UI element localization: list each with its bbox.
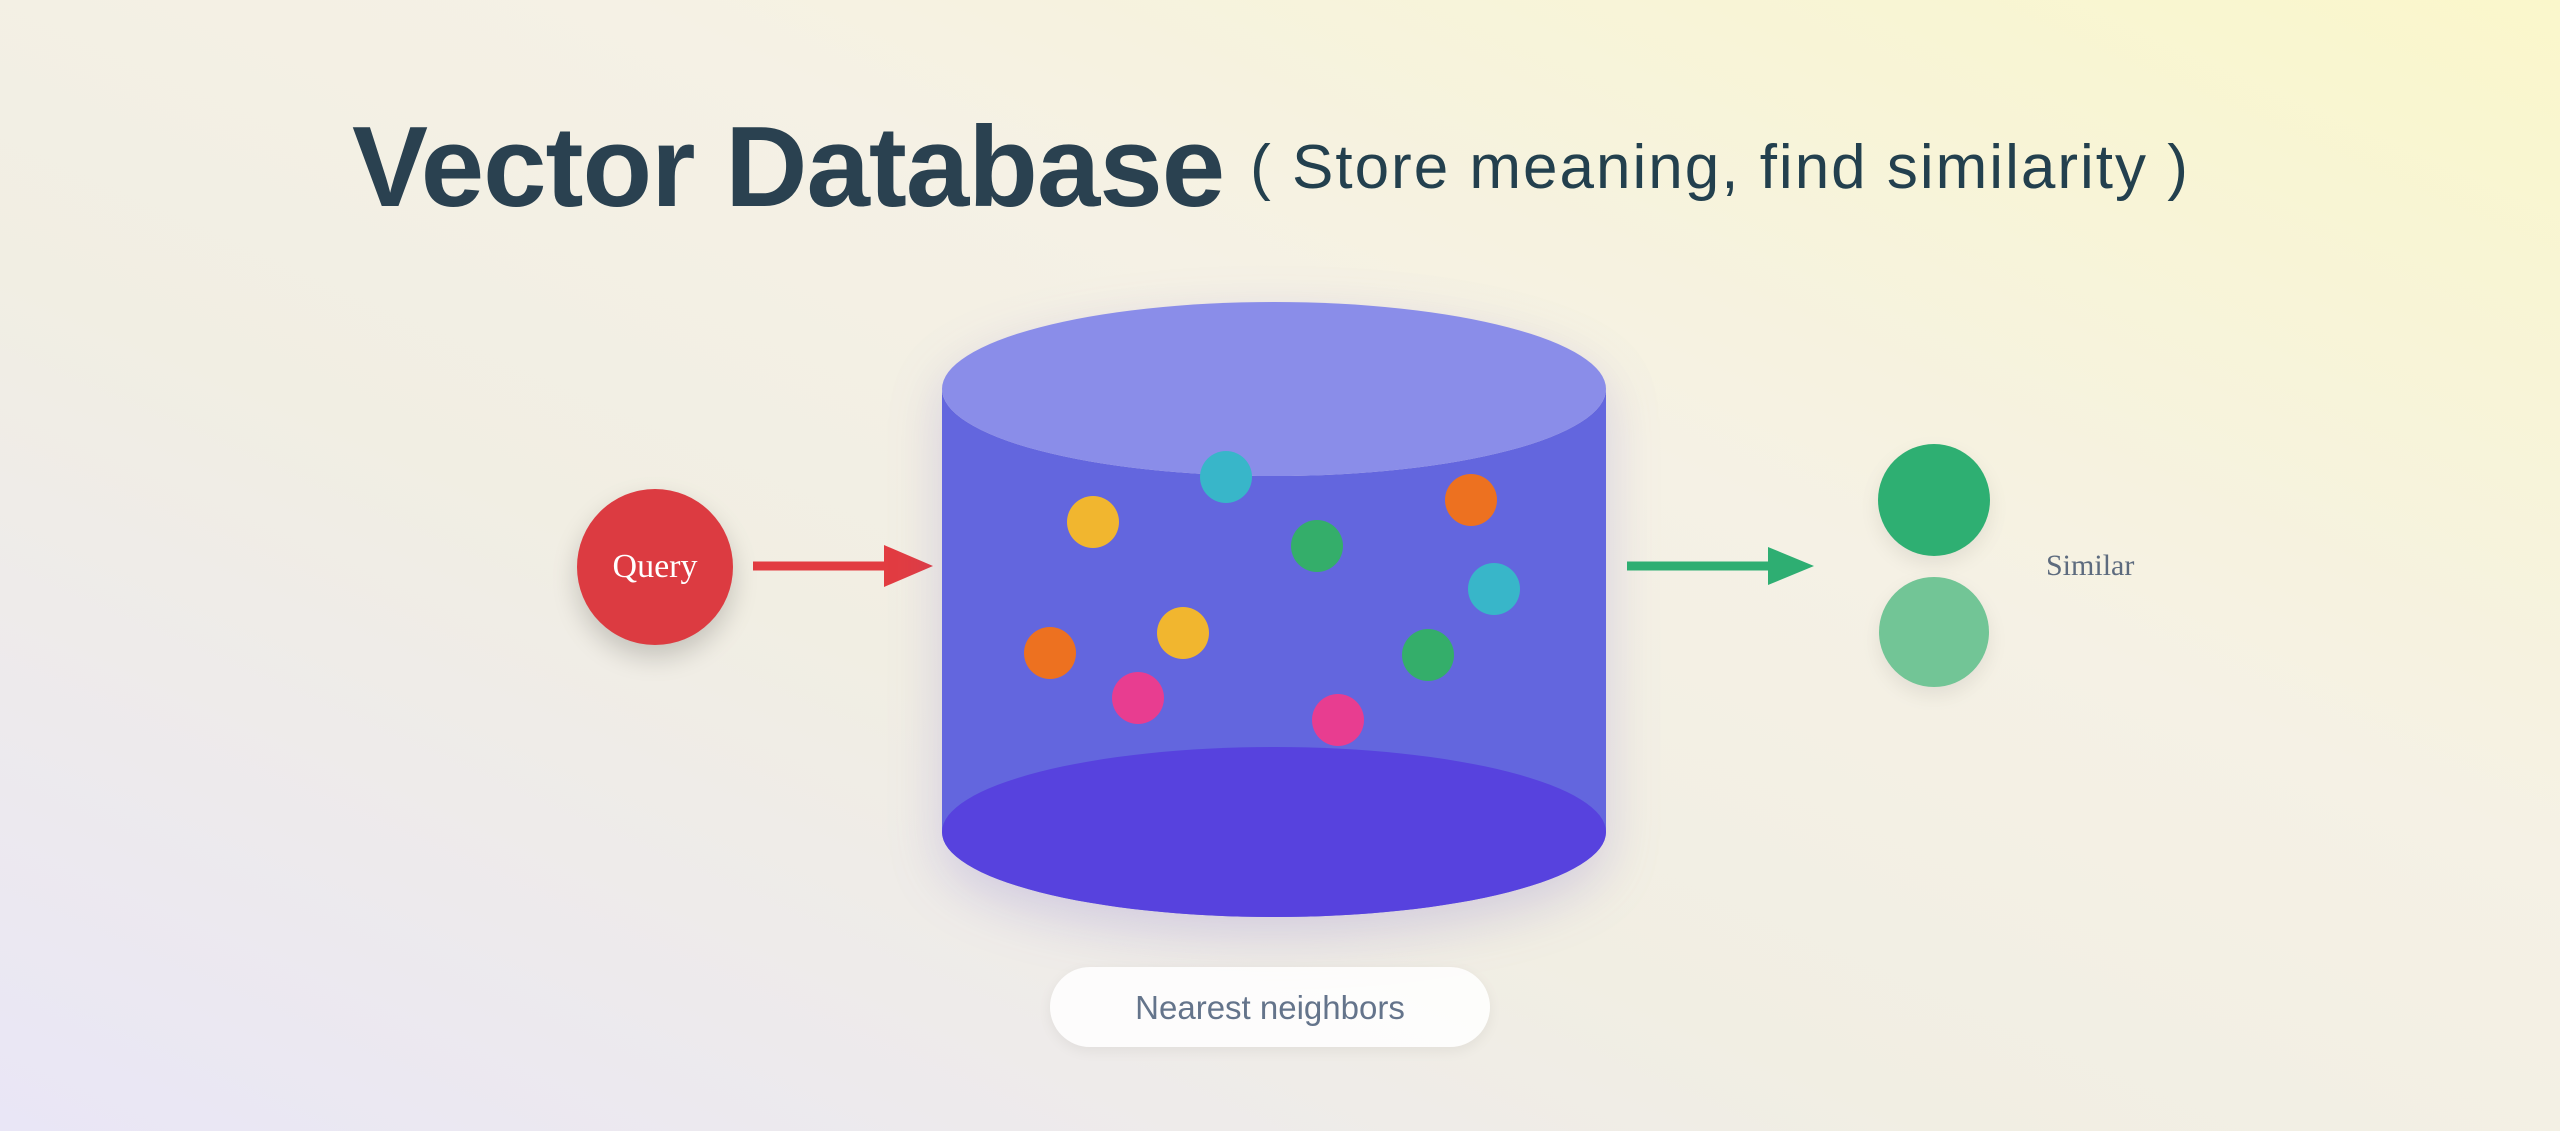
- nearest-neighbors-badge: Nearest neighbors: [1050, 967, 1490, 1047]
- similar-result-dot-strong: [1878, 444, 1990, 556]
- similar-result-dot-light: [1879, 577, 1989, 687]
- vector-dots: [1024, 451, 1520, 746]
- similar-label: Similar: [2046, 549, 2135, 582]
- similar-arrow-head: [1768, 547, 1814, 585]
- vector-dot-teal: [1468, 563, 1520, 615]
- nearest-neighbors-label: Nearest neighbors: [1135, 988, 1405, 1026]
- vector-dot-green: [1291, 520, 1343, 572]
- vector-dot-pink: [1112, 672, 1164, 724]
- vector-dot-yellow: [1067, 496, 1119, 548]
- vector-dot-yellow: [1157, 607, 1209, 659]
- query-label: Query: [612, 548, 698, 585]
- page-title: Vector Database: [352, 104, 1225, 231]
- cylinder-bottom-ellipse: [942, 747, 1606, 917]
- vector-dot-teal: [1200, 451, 1252, 503]
- db-to-similar-arrow: [1627, 547, 1814, 585]
- cylinder-top-ellipse: [942, 302, 1606, 476]
- vector-dot-orange: [1024, 627, 1076, 679]
- vector-dot-orange: [1445, 474, 1497, 526]
- vector-dot-green: [1402, 629, 1454, 681]
- page-header: Vector Database ( Store meaning, find si…: [352, 98, 2190, 238]
- vector-dot-pink: [1312, 694, 1364, 746]
- query-to-db-arrow: [753, 545, 933, 587]
- db-cylinder: [942, 302, 1606, 917]
- page-subtitle: ( Store meaning, find similarity ): [1250, 133, 2190, 202]
- query-arrow-head: [884, 545, 933, 587]
- query-node: Query: [577, 489, 733, 645]
